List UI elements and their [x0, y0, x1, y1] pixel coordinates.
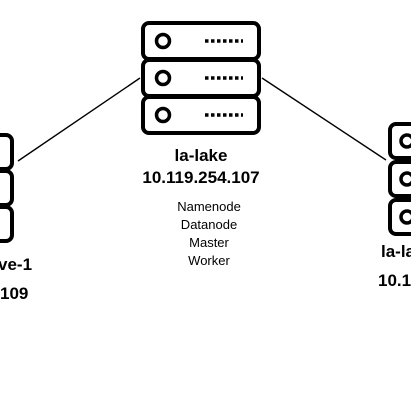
server-unit-icon [388, 198, 411, 236]
server-unit-icon [388, 122, 411, 160]
node-name-left: ve-1 [0, 255, 33, 274]
connection-line-center-right [261, 77, 387, 161]
server-stack-left [0, 133, 14, 243]
node-ip-left: 109 [0, 284, 29, 303]
node-role-center: Master [189, 235, 229, 250]
server-unit-icon [388, 160, 411, 198]
connection-line-center-left [17, 77, 141, 162]
node-role-center: Datanode [180, 217, 238, 232]
server-unit-icon [0, 133, 14, 171]
node-name-right: la-la [381, 242, 411, 261]
server-unit-icon [0, 205, 14, 243]
server-stack-center [141, 21, 261, 135]
node-name-center: la-lake [174, 146, 228, 165]
server-unit-icon [0, 169, 14, 207]
server-unit-icon [141, 58, 261, 98]
node-ip-right: 10.1 [378, 271, 411, 290]
node-role-center: Namenode [177, 199, 241, 214]
server-unit-icon [141, 95, 261, 135]
node-role-center: Worker [188, 253, 230, 268]
server-unit-icon [141, 21, 261, 61]
node-ip-center: 10.119.254.107 [142, 168, 260, 187]
server-stack-right [388, 122, 411, 236]
